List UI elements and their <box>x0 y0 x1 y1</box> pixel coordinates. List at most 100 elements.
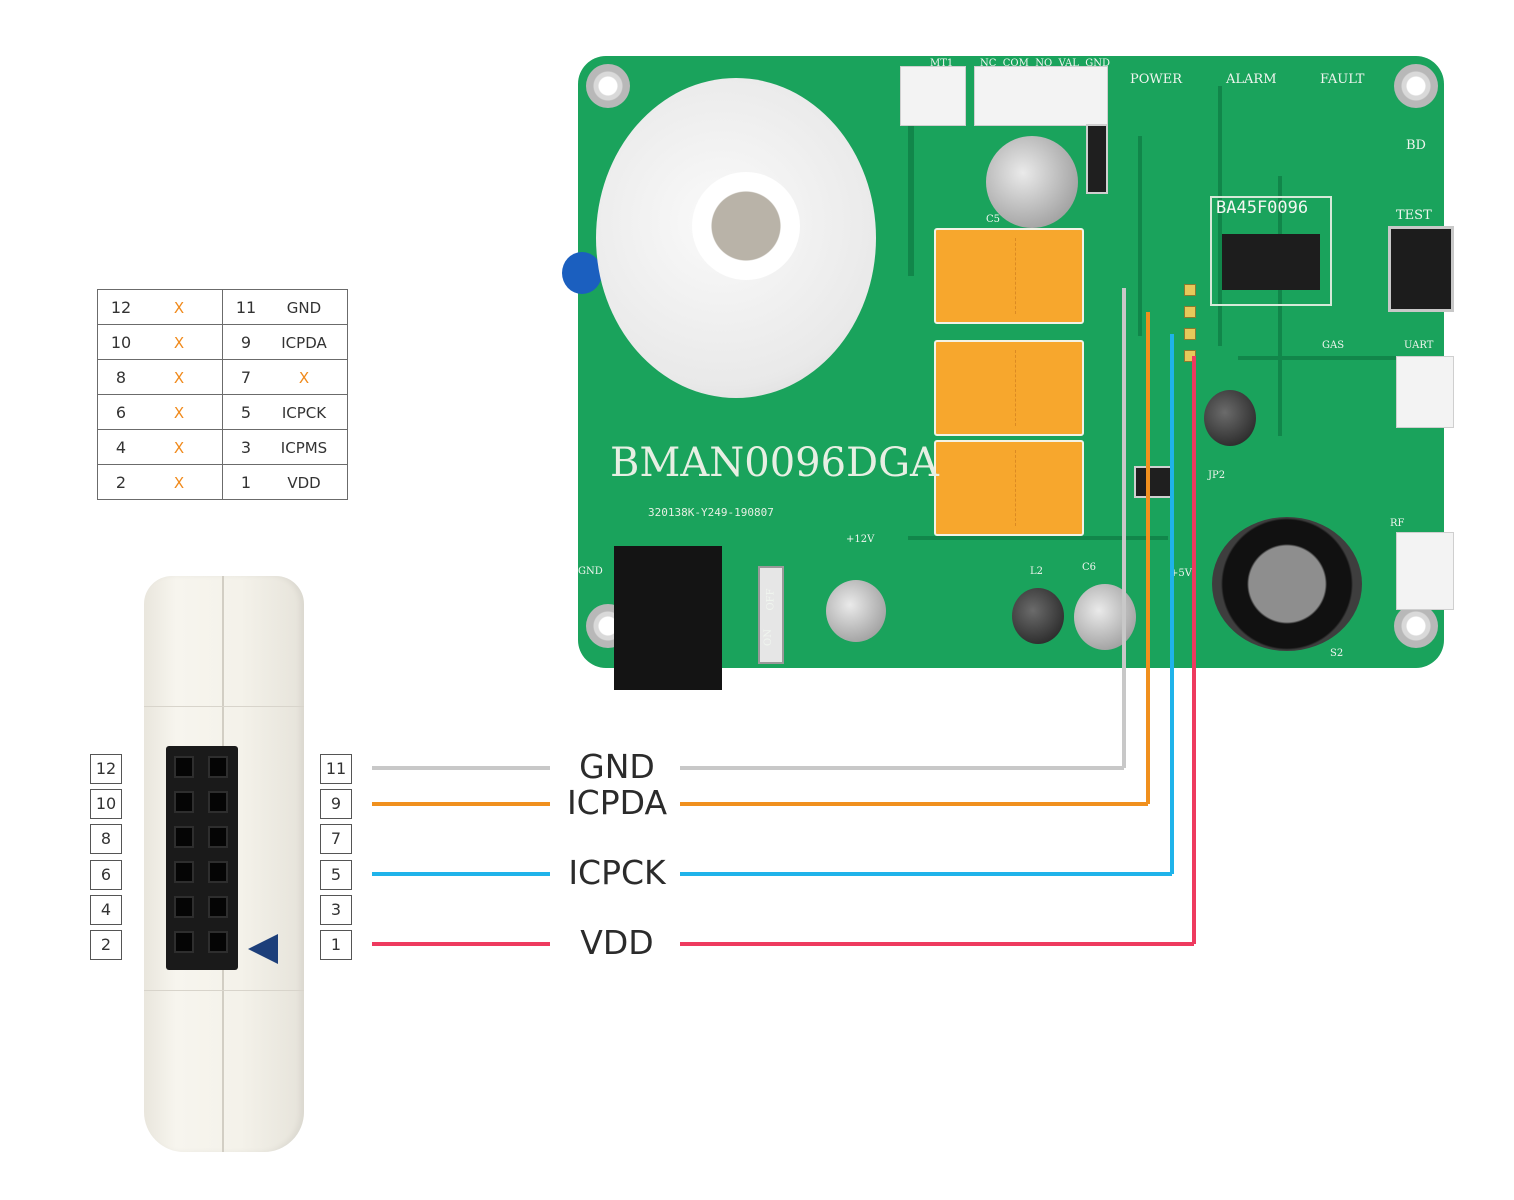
silk-l2: L2 <box>1030 566 1044 577</box>
silk-alarm: ALARM <box>1226 72 1277 87</box>
pin-label-box: 5 <box>320 860 352 890</box>
silk-power: POWER <box>1130 72 1183 87</box>
relay-2 <box>934 340 1084 436</box>
silk-5v: +5V <box>1170 568 1192 579</box>
pin-signal: X <box>173 298 185 317</box>
mounting-hole <box>586 64 630 108</box>
silk-rf: RF <box>1390 518 1405 529</box>
silk-gnd: GND <box>578 566 603 577</box>
pin-label-box: 7 <box>320 824 352 854</box>
dc-jack <box>614 546 722 690</box>
silk-c6: C6 <box>1082 562 1097 573</box>
capacitor-c5 <box>986 136 1078 228</box>
programmer-band <box>144 706 304 707</box>
silk-fault: FAULT <box>1320 72 1365 87</box>
pin-label-box: 3 <box>320 895 352 925</box>
pin-number: 1 <box>240 472 252 492</box>
output-connector <box>974 66 1108 126</box>
signal-label-icpda: ICPDA <box>566 783 668 822</box>
pin-label-box: 9 <box>320 789 352 819</box>
signal-label-gnd: GND <box>579 747 655 786</box>
silk-gas: GAS <box>1322 340 1345 351</box>
pin-label-box: 6 <box>90 860 122 890</box>
pin-label-box: 4 <box>90 895 122 925</box>
chip-name: BA45F0096 <box>1216 198 1309 218</box>
programmer-band <box>144 990 304 991</box>
pin-number: 8 <box>115 367 127 387</box>
pin-signal: VDD <box>287 473 321 492</box>
rf-connector <box>1396 532 1454 610</box>
connector-hole <box>174 861 194 883</box>
silk-12v: +12V <box>846 534 875 545</box>
pin-signal: X <box>173 473 185 492</box>
blue-capacitor <box>562 252 602 294</box>
connector-hole <box>174 896 194 918</box>
pin-signal: X <box>173 438 185 457</box>
pin-label-box: 11 <box>320 754 352 784</box>
silk-s2: S2 <box>1330 648 1344 659</box>
connector-hole <box>174 791 194 813</box>
pin-signal: X <box>298 368 310 387</box>
mounting-hole <box>1394 604 1438 648</box>
pin-signal: ICPDA <box>281 333 327 352</box>
gas-sensor <box>1212 517 1362 651</box>
mounting-hole <box>1394 64 1438 108</box>
pin-number: 6 <box>115 402 127 422</box>
silk-test: TEST <box>1396 208 1432 223</box>
pin-label-box: 8 <box>90 824 122 854</box>
pin-number: 12 <box>110 297 132 317</box>
power-switch <box>758 566 784 664</box>
pin-label-box: 1 <box>320 930 352 960</box>
inductor-l2 <box>1012 588 1064 644</box>
pin-signal: GND <box>286 298 322 317</box>
connector-hole <box>208 756 228 778</box>
mcu-chip <box>1222 234 1320 290</box>
connector-hole <box>174 756 194 778</box>
connector-hole <box>208 861 228 883</box>
capacitor-c1 <box>826 580 886 642</box>
capacitor-c2 <box>1204 390 1256 446</box>
buzzer-opening <box>692 172 800 280</box>
relay-3 <box>934 440 1084 536</box>
pin-number: 3 <box>240 437 252 457</box>
signal-label-icpck: ICPCK <box>568 853 666 892</box>
chip-label-box: BA45F0096 <box>1210 196 1332 306</box>
mt1-connector <box>900 66 966 126</box>
connector-hole <box>174 826 194 848</box>
pin-label-box: 12 <box>90 754 122 784</box>
pin-table-cell: 3 ICPMS <box>222 429 348 465</box>
pin-number: 4 <box>115 437 127 457</box>
pin-label-box: 10 <box>90 789 122 819</box>
connector-hole <box>208 791 228 813</box>
signal-label-vdd: VDD <box>580 923 654 962</box>
pin1-arrow-icon <box>248 934 278 964</box>
silk-c5: C5 <box>986 214 1001 225</box>
pin-signal: X <box>173 368 185 387</box>
pin-number: 9 <box>240 332 252 352</box>
silk-uart: UART <box>1404 340 1434 351</box>
silk-mt1: MT1 <box>930 58 954 69</box>
pin-label-box: 2 <box>90 930 122 960</box>
pin-table-cell: 12 X <box>97 289 223 325</box>
ic-u3 <box>1134 466 1174 498</box>
silk-outputs: NC COM NO VAL GND <box>980 58 1111 69</box>
silk-bd: BD <box>1406 138 1426 153</box>
uart-connector <box>1396 356 1454 428</box>
pin-signal: ICPMS <box>280 438 328 457</box>
connector-hole <box>174 931 194 953</box>
pin-signal: X <box>173 333 185 352</box>
connector-hole <box>208 931 228 953</box>
test-button <box>1388 226 1454 312</box>
